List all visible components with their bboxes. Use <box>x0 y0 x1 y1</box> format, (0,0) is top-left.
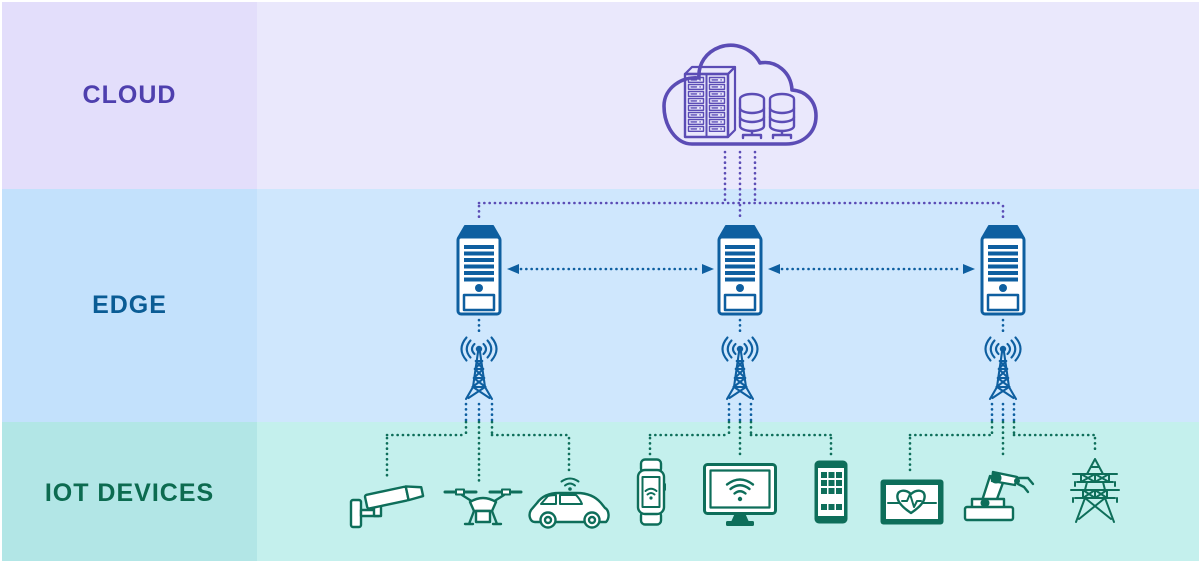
robot-arm-icon <box>963 470 1035 522</box>
car-wifi-icon <box>560 477 580 491</box>
iot-tier-label: IOT DEVICES <box>44 479 215 507</box>
cloud-datacenter-icon <box>662 43 818 146</box>
edge-server-icon <box>456 225 502 316</box>
security-camera-icon <box>349 485 425 529</box>
monitor-wifi-icon <box>725 478 755 502</box>
edge-tier-label: EDGE <box>92 291 167 319</box>
iot-tier-label-column: IOT DEVICES <box>2 422 257 561</box>
watch-wifi-icon <box>644 487 658 500</box>
edge-server-icon <box>717 225 763 316</box>
tower-to-device-connectors <box>385 420 1097 483</box>
smartwatch-icon <box>636 458 666 526</box>
cloud-database-icons <box>738 92 796 140</box>
smartphone-icon <box>814 460 848 524</box>
phone-app-grid <box>821 472 842 510</box>
cloud-tier-label-column: CLOUD <box>2 2 257 189</box>
power-pylon-icon <box>1070 458 1120 523</box>
edge-tier-label-column: EDGE <box>2 189 257 422</box>
cloud-tier-band: CLOUD <box>2 2 1199 189</box>
radio-tower-icon <box>984 336 1022 401</box>
connected-car-icon <box>528 477 610 529</box>
radio-tower-icon <box>460 336 498 401</box>
drone-icon <box>443 488 523 526</box>
cloud-tier-label: CLOUD <box>82 81 177 109</box>
health-monitor-icon <box>880 479 944 525</box>
cloud-server-rack <box>683 65 737 139</box>
desktop-monitor-icon <box>703 463 777 526</box>
cloud-to-edge-connectors <box>477 150 1005 222</box>
edge-to-edge-arrows <box>507 264 975 274</box>
radio-tower-icon <box>721 336 759 401</box>
edge-server-icon <box>980 225 1026 316</box>
